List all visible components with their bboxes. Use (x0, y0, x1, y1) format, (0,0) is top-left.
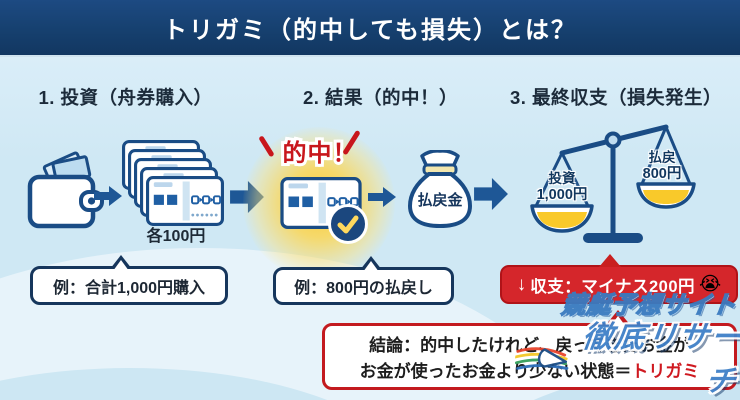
crying-face-emoji: 😭 (699, 274, 722, 295)
payout-pan-line1: 払戻 (648, 150, 676, 165)
ticket-price-label: 各100円 (146, 228, 206, 245)
torigami-highlight: トリガミ (631, 362, 700, 382)
balance-scale-icon (530, 124, 696, 243)
arrow-right-icon (368, 187, 396, 207)
step-title-result: 2. 結果（的中！） (302, 87, 459, 108)
arrow-right-icon (474, 178, 508, 210)
payout-pan-label: 払戻 800円 (629, 150, 695, 182)
page-title: トリガミ（的中しても損失）とは？ (162, 17, 578, 44)
moneybag-icon (408, 150, 472, 228)
wallet-icon (27, 151, 104, 229)
down-arrow-icon: ↓ (516, 273, 527, 295)
invest-pan-label: 投資 1,000円 (527, 171, 597, 203)
watermark-line2: 徹底リサーチ (580, 321, 740, 398)
invest-pan-line1: 投資 (548, 171, 576, 186)
step-title-balance: 3. 最終収支（損失発生） (509, 87, 723, 108)
arrow-right-icon (94, 186, 122, 206)
ticket-icon (146, 176, 224, 226)
step-title-investment: 1. 投資（舟券購入） (38, 87, 213, 108)
payout-pan-line2: 800円 (642, 165, 682, 182)
result-box: ↓ 収支：マイナス200円 😭 (500, 254, 738, 304)
invest-pan-line2: 1,000円 (536, 186, 588, 203)
purchase-example-bubble: 例：合計1,000円購入 (30, 255, 228, 305)
check-icon (328, 204, 368, 244)
header-bar: トリガミ（的中しても損失）とは？ (0, 0, 740, 57)
ticket-stack-icon (122, 138, 228, 230)
result-text: 収支：マイナス200円 (530, 277, 695, 296)
payout-example-bubble: 例：800円の払戻し (273, 256, 454, 305)
conclusion-line1: 結論：的中したけれど、戻ってきたお金が (369, 336, 690, 355)
boat-logo-icon (513, 347, 569, 370)
site-watermark: 競艇予想サイト 徹底リサーチ (510, 285, 740, 400)
moneybag-label: 払戻金 (417, 192, 463, 209)
